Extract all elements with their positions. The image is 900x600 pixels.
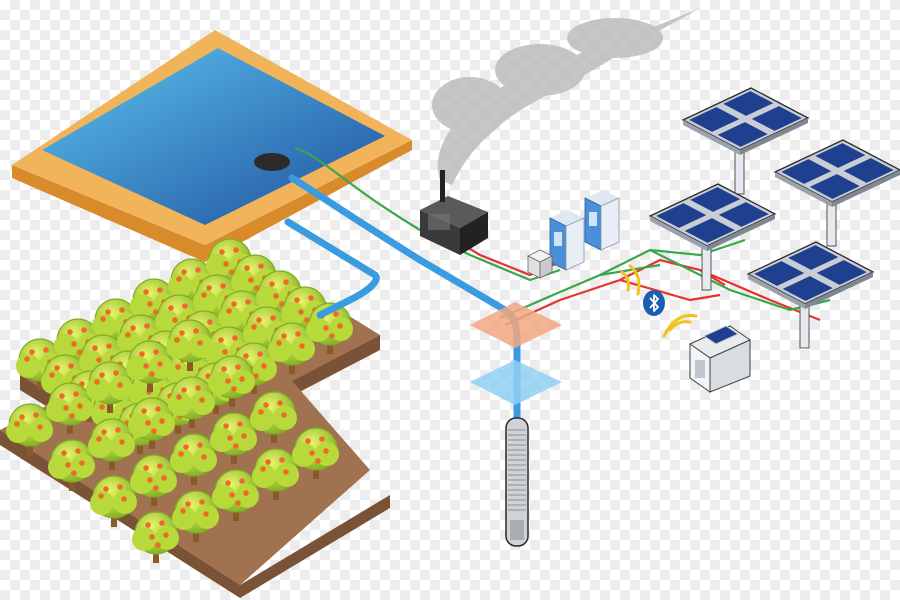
fruit-tree — [250, 391, 297, 443]
fruit-tree — [128, 397, 175, 449]
fruit-tree — [208, 355, 255, 407]
diesel-generator — [420, 170, 488, 255]
remote-monitor — [688, 325, 752, 393]
solar-panel — [648, 183, 777, 291]
solar-panel — [773, 139, 900, 247]
fruit-tree — [90, 475, 137, 527]
fruit-tree — [212, 469, 259, 521]
fruit-tree — [168, 376, 215, 428]
solar-array — [648, 87, 900, 349]
bluetooth-icon — [643, 290, 665, 316]
fruit-tree — [130, 454, 177, 506]
borehole-pump — [505, 417, 529, 547]
fruit-tree — [292, 427, 339, 479]
fruit-tree — [252, 448, 299, 500]
junction-box — [527, 249, 553, 279]
signal-waves-icon — [620, 264, 698, 338]
fruit-tree — [6, 403, 53, 455]
junction-plate — [470, 302, 562, 348]
fruit-tree — [88, 418, 135, 470]
ground-plate — [470, 360, 562, 405]
reservoir-pond — [12, 30, 412, 262]
fruit-tree — [48, 439, 95, 491]
solar-panel — [681, 87, 810, 195]
generator-smoke — [432, 8, 700, 185]
fruit-tree — [170, 433, 217, 485]
float-switch — [254, 153, 290, 171]
solar-panel — [746, 241, 875, 349]
fruit-tree — [126, 340, 173, 392]
fruit-tree — [306, 302, 353, 354]
fruit-tree — [46, 382, 93, 434]
orchard — [0, 238, 390, 598]
fruit-tree — [210, 412, 257, 464]
fruit-tree — [268, 322, 315, 374]
fruit-tree — [166, 319, 213, 371]
fruit-tree — [86, 361, 133, 413]
fruit-tree — [172, 490, 219, 542]
pump-controllers — [527, 190, 620, 279]
fruit-tree — [132, 511, 179, 563]
